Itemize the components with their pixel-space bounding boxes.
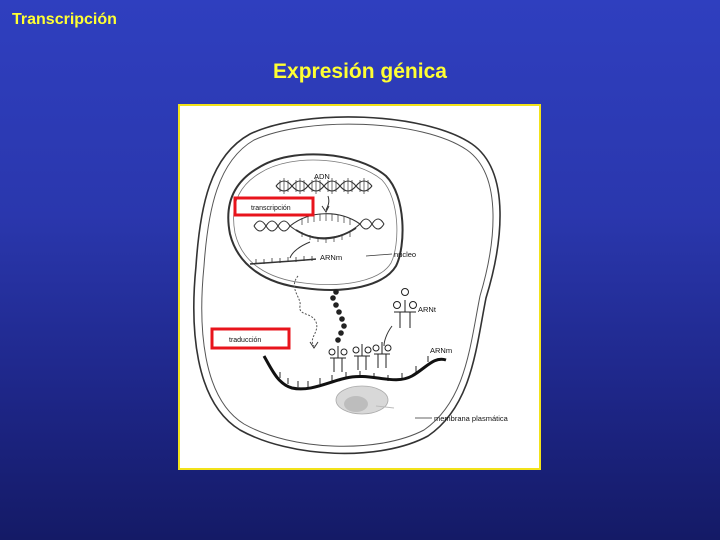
slide-section-label: Transcripción [12,11,117,28]
polypeptide-chain [330,289,347,343]
cell-membrane-inner [201,123,494,447]
arrow-head [321,205,330,213]
cell-membrane-outer [193,116,501,455]
transcription-highlight-box [233,196,315,217]
nucleus-envelope-inner [233,159,398,285]
mrna-cytoplasm-strand [262,355,447,391]
ribosome [335,385,395,415]
dna-helix-lower [253,213,385,243]
mrna-export-path [293,275,318,347]
gene-expression-figure: ADN transcripción ARNm núcleo ARNt tradu… [178,104,541,470]
trna-on-ribosome-1 [328,346,348,372]
trna-label: ARNt [418,305,437,314]
trna-free [393,288,417,328]
arrow-dna-to-transcription [325,195,330,211]
nucleus-label: núcleo [394,250,416,259]
cell-diagram: ADN transcripción ARNm núcleo ARNt tradu… [193,116,509,455]
dna-label: ADN [314,172,330,181]
nucleus-label-line [365,253,393,257]
nucleus-envelope [227,153,404,291]
arrow-to-mrna [289,241,311,259]
trna-arrow [383,325,393,347]
mrna-export-arrow [309,341,319,349]
transcription-label: transcripción [251,205,291,212]
translation-label: traducción [229,337,261,344]
mrna-cytoplasm-label: ARNm [430,346,452,355]
dna-helix-upper [275,178,373,194]
mrna-nucleus-label: ARNm [320,253,342,262]
translation-highlight-box [210,327,291,350]
membrane-label: membrana plasmática [434,414,509,423]
trna-on-ribosome-2 [352,344,372,370]
trna-incoming [372,342,392,368]
slide-title: Expresión génica [273,60,447,83]
mrna-nucleus-label-bg [316,252,352,263]
